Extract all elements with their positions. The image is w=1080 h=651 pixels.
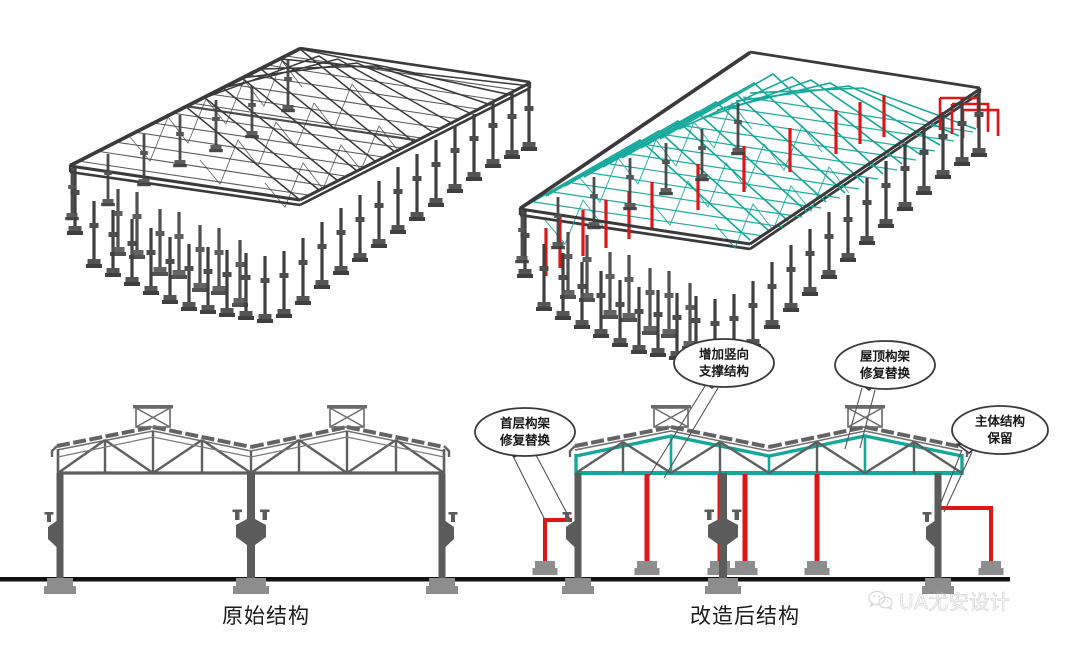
caption-renovated-structure: 改造后结构 [690, 604, 800, 628]
original-column-left [44, 473, 76, 594]
callout-line-2: 修复替换 [859, 366, 911, 381]
caption-original-structure: 原始结构 [222, 604, 310, 628]
iso-original-model [65, 46, 537, 323]
ground-line [0, 577, 1010, 582]
callout-line-2: 修复替换 [499, 433, 551, 448]
teal-roof-truss [574, 434, 964, 475]
renovated-elevation-drawing [532, 404, 1004, 594]
callout-roof-frame-repair[interactable]: 屋顶构架 修复替换 [834, 340, 936, 391]
watermark-text: UA尤安设计 [899, 590, 1011, 615]
callout-line-1: 屋顶构架 [860, 349, 911, 364]
renovated-column-right [922, 473, 954, 594]
iso-renovated-model [515, 50, 1000, 366]
wechat-icon [868, 590, 893, 610]
red-portal-bracket-right [941, 506, 993, 561]
red-vertical-supports [644, 474, 820, 561]
renovated-column-left [562, 473, 594, 594]
callout-line-2: 保留 [986, 431, 1012, 446]
callout-first-floor-frame[interactable]: 首层构架 修复替换 [474, 407, 576, 458]
original-elevation-drawing [44, 404, 458, 594]
original-column-right [426, 473, 458, 594]
callout-line-1: 主体结构 [975, 414, 1025, 429]
callout-add-vertical-support[interactable]: 增加竖向 支撑结构 [673, 338, 775, 389]
original-column-middle [232, 473, 270, 594]
callout-main-structure-retained[interactable]: 主体结构 保留 [951, 405, 1049, 455]
callout-line-1: 首层构架 [500, 416, 551, 431]
callout-line-2: 支撑结构 [698, 364, 749, 379]
callout-line-1: 增加竖向 [699, 347, 749, 362]
watermark: UA尤安设计 [868, 586, 1010, 615]
callout-bubbles: 首层构架 修复替换 增加竖向 支撑结构 屋顶构架 修复替换 主体结构 保留 [474, 338, 1049, 458]
callout-leader-lines [511, 385, 973, 522]
renovated-column-middle [704, 473, 742, 594]
